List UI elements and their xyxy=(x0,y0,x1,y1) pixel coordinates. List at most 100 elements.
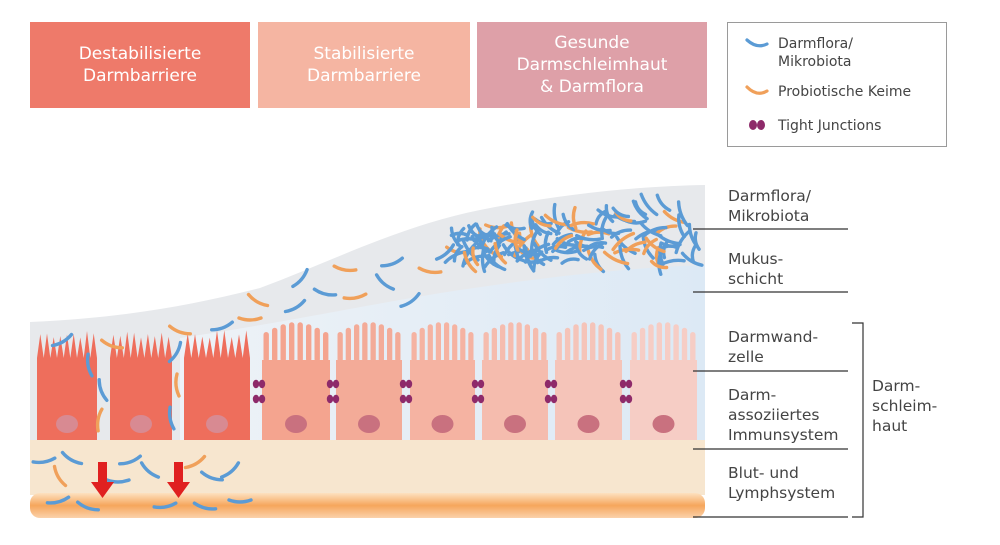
blue-bacteria-icon xyxy=(283,298,307,314)
legend-item-probiotics: Probiotische Keime xyxy=(744,83,911,101)
blue-bacteria-icon xyxy=(674,229,692,255)
cell-nucleus xyxy=(285,415,307,433)
blue-bacteria-icon xyxy=(587,241,605,261)
cell-nucleus xyxy=(652,415,675,433)
microvillus xyxy=(524,324,530,362)
label-line: schleim- xyxy=(872,397,938,415)
legend-label: Darmflora/ xyxy=(778,36,853,52)
orange-bacteria-icon xyxy=(471,246,480,267)
label-line: schicht xyxy=(728,270,784,288)
microvillus xyxy=(427,324,433,362)
label-line: Lymphsystem xyxy=(728,484,836,502)
microvillus xyxy=(306,324,312,362)
microvillus xyxy=(378,324,384,362)
microvillus xyxy=(590,322,596,362)
orange-bacteria-icon xyxy=(52,464,68,488)
blue-bacteria-icon xyxy=(489,235,512,253)
header-text-line: Destabilisierte xyxy=(78,44,202,64)
orange-bacteria-icon xyxy=(624,240,647,254)
microvillus xyxy=(690,332,696,362)
orange-bacteria-icon xyxy=(174,372,181,398)
microvillus xyxy=(533,327,539,362)
microvillus xyxy=(639,327,646,362)
blue-bacteria-icon xyxy=(118,454,142,466)
blue-bacteria-icon xyxy=(676,200,690,228)
tight-junction-icon xyxy=(326,394,334,404)
tight-junction-icon xyxy=(619,379,627,389)
label-line: Darm- xyxy=(872,377,921,395)
tight-junction-icon xyxy=(619,394,627,404)
cell-nucleus xyxy=(577,415,600,433)
microvillus xyxy=(541,332,547,362)
blue-bacteria-icon xyxy=(532,241,553,262)
microvillus xyxy=(681,327,688,362)
microvillus xyxy=(354,324,360,362)
label-lines xyxy=(693,228,848,518)
blue-bacteria-icon xyxy=(680,251,704,267)
orange-bacteria-icon xyxy=(100,338,124,350)
microvillus xyxy=(556,332,562,362)
blue-bacteria-icon xyxy=(291,267,309,289)
tight-junction-icon xyxy=(625,379,633,389)
blue-bacteria-icon xyxy=(745,38,769,48)
microvillus xyxy=(656,322,662,362)
microvillus xyxy=(297,322,303,362)
blue-bacteria-icon xyxy=(60,450,84,466)
cell-nucleus xyxy=(431,415,454,433)
legend-label: Probiotische Keime xyxy=(778,84,912,100)
blue-bacteria-icon xyxy=(139,461,161,479)
label-line: zelle xyxy=(728,348,764,366)
orange-bacteria-icon xyxy=(168,324,192,336)
tight-junction-icon xyxy=(399,379,407,389)
microvillus xyxy=(419,327,425,362)
blue-bacteria-icon xyxy=(587,223,612,233)
blue-bacteria-icon xyxy=(531,248,546,267)
orange-bacteria-icon xyxy=(553,233,574,250)
damaged-cell xyxy=(184,330,250,440)
epithelial-cells xyxy=(37,322,697,440)
tight-junction-icon xyxy=(550,394,558,404)
mucosa-bracket xyxy=(852,322,864,518)
blue-bacteria-icon xyxy=(200,470,224,482)
orange-bacteria-icon xyxy=(493,242,508,265)
microvillus xyxy=(581,322,587,362)
blue-bacteria-icon xyxy=(461,242,478,268)
tight-junction-icon xyxy=(252,379,260,389)
blue-bacteria-icon xyxy=(152,501,178,510)
orange-bacteria-icon xyxy=(611,231,636,252)
blue-bacteria-icon xyxy=(618,244,631,271)
tight-junction-icon xyxy=(471,394,479,404)
microvillus xyxy=(615,332,621,362)
tight-junctions xyxy=(252,379,633,404)
tight-junction-icon xyxy=(326,379,334,389)
cell-nucleus xyxy=(56,415,78,433)
blue-bacteria-icon xyxy=(85,352,94,378)
blue-bacteria-icon xyxy=(661,239,669,260)
microvillus xyxy=(289,322,295,362)
blue-bacteria-icon xyxy=(374,273,396,291)
orange-bacteria-icon xyxy=(642,237,658,256)
microvillus xyxy=(280,324,286,362)
microvillus xyxy=(500,324,506,362)
microvillus xyxy=(452,324,458,362)
microvillus xyxy=(370,322,376,362)
microvillus xyxy=(314,327,320,362)
microvillus xyxy=(460,327,466,362)
blue-bacteria-icon xyxy=(434,243,456,261)
header-text-line: & Darmflora xyxy=(540,77,644,97)
tight-junction-icon xyxy=(625,394,633,404)
blue-bacteria-icon xyxy=(639,192,659,217)
orange-bacteria-icon xyxy=(513,228,520,252)
orange-bacteria-icon xyxy=(237,316,263,322)
microvillus xyxy=(665,322,671,362)
microvillus xyxy=(673,324,679,362)
label-line: haut xyxy=(872,417,908,435)
microvillus xyxy=(444,322,450,362)
header-text-line: Gesunde xyxy=(554,33,630,53)
blue-bacteria-icon xyxy=(76,500,100,512)
microvillus xyxy=(395,332,401,362)
tight-junction-icon xyxy=(544,379,552,389)
tight-junction-icon xyxy=(258,379,266,389)
label-line: Mukus- xyxy=(728,250,784,268)
legend-label: Mikrobiota xyxy=(778,54,852,70)
